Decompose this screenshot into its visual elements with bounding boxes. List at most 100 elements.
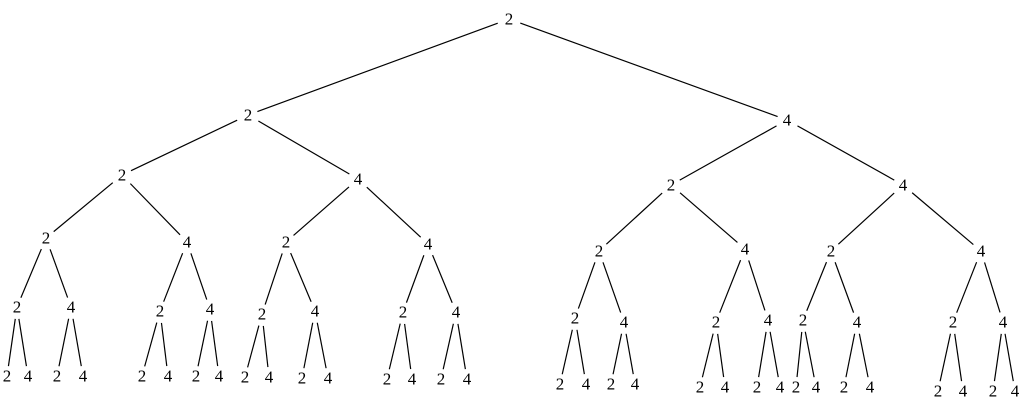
- tree-edge-1101-to-leaf-0: [845, 333, 856, 378]
- tree-edge-0101-to-leaf-1: [316, 322, 327, 369]
- tree-edge-1011-to-leaf-1: [769, 331, 779, 378]
- tree-node-d2-10: 2: [667, 176, 676, 195]
- tree-edge-111-to-1111: [983, 262, 1001, 313]
- tree-node-d2-00: 2: [118, 166, 127, 185]
- tree-edge-0001-to-leaf-1: [72, 318, 82, 367]
- tree-edge-001-to-0010: [163, 252, 184, 302]
- tree-edge-0011-to-leaf-0: [197, 320, 209, 367]
- tree-leaf-1100-1: 4: [812, 378, 821, 397]
- tree-edge-1001-to-leaf-0: [612, 333, 623, 375]
- tree-edge-1100-to-leaf-0: [796, 331, 803, 378]
- tree-edge-0-to-00: [130, 119, 238, 172]
- tree-edge-1010-to-leaf-1: [717, 333, 725, 378]
- tree-edge-101-to-1010: [719, 259, 742, 313]
- tree-leaf-0100-1: 4: [265, 368, 274, 387]
- tree-edge-0-to-01: [258, 120, 350, 175]
- tree-leaf-1000-1: 4: [582, 375, 591, 394]
- tree-edge-11-to-110: [837, 192, 895, 245]
- tree-leaf-1111-0: 2: [989, 382, 998, 401]
- tree-edge-0111-to-leaf-1: [457, 323, 466, 370]
- tree-edge-000-to-0000: [20, 248, 42, 299]
- tree-edge-0000-to-leaf-1: [18, 318, 28, 367]
- tree-edge-0100-to-leaf-0: [247, 325, 260, 368]
- tree-node-d4-1100: 2: [799, 311, 808, 330]
- tree-edge-10-to-100: [605, 192, 663, 245]
- tree-edge-0000-to-leaf-0: [7, 318, 16, 367]
- tree-edge-11-to-111: [911, 192, 974, 245]
- tree-leaf-1001-1: 4: [631, 375, 640, 394]
- tree-leaf-1101-1: 4: [866, 378, 875, 397]
- tree-edge-00-to-001: [129, 183, 181, 236]
- tree-edge-1000-to-leaf-1: [576, 329, 585, 375]
- tree-edge-1011-to-leaf-0: [758, 331, 767, 378]
- tree-edge-1-to-10: [679, 125, 777, 181]
- tree-edge-011-to-0111: [432, 254, 453, 303]
- tree-leaf-0001-1: 4: [79, 367, 88, 386]
- tree-leaf-0001-0: 2: [53, 367, 62, 386]
- tree-leaf-1101-0: 2: [840, 378, 849, 397]
- tree-node-d3-110: 2: [827, 242, 836, 261]
- tree-leaf-1010-1: 4: [721, 378, 730, 397]
- tree-node-d3-010: 2: [282, 233, 291, 252]
- tree-edge-100-to-1000: [577, 262, 596, 309]
- tree-edge-0100-to-leaf-1: [262, 325, 269, 368]
- tree-node-d4-0100: 2: [258, 305, 267, 324]
- tree-edge-01-to-011: [366, 186, 422, 238]
- tree-leaf-1110-1: 4: [959, 382, 968, 401]
- tree-leaf-0000-1: 4: [24, 367, 33, 386]
- tree-edge-1111-to-leaf-0: [993, 333, 1002, 382]
- tree-node-d2-01: 4: [354, 170, 363, 189]
- tree-edge-root-to-0: [257, 22, 498, 113]
- tree-edge-011-to-0110: [405, 255, 425, 303]
- tree-leaf-0111-1: 4: [463, 370, 472, 389]
- tree-node-d4-1111: 4: [999, 313, 1008, 332]
- tree-edge-110-to-1101: [834, 262, 855, 313]
- tree-leaf-1100-0: 2: [792, 378, 801, 397]
- tree-node-d3-111: 4: [977, 242, 986, 261]
- tree-node-d4-0000: 2: [13, 298, 22, 317]
- tree-node-d4-1000: 2: [571, 309, 580, 328]
- tree-edge-01-to-010: [293, 186, 350, 236]
- tree-edge-00-to-000: [53, 182, 114, 233]
- tree-leaf-0011-1: 4: [215, 367, 224, 386]
- tree-edge-010-to-0100: [264, 253, 283, 305]
- tree-edge-1101-to-leaf-1: [858, 333, 869, 378]
- tree-leaf-0101-0: 2: [298, 369, 307, 388]
- tree-node-d4-1101: 4: [853, 313, 862, 332]
- tree-edge-010-to-0101: [290, 252, 312, 303]
- tree-leaf-1001-0: 2: [607, 375, 616, 394]
- tree-leaf-1010-0: 2: [696, 378, 705, 397]
- tree-edge-0110-to-leaf-1: [404, 323, 412, 370]
- tree-leaf-1111-1: 4: [1011, 382, 1020, 401]
- tree-edge-000-to-0001: [49, 249, 69, 298]
- tree-node-d4-0011: 4: [206, 300, 215, 319]
- tree-node-d0-root: 2: [505, 10, 514, 29]
- tree-leaf-0010-0: 2: [138, 367, 147, 386]
- tree-edge-1010-to-leaf-0: [701, 333, 714, 378]
- tree-edge-1001-to-leaf-1: [625, 333, 634, 375]
- tree-leaf-1110-0: 2: [934, 382, 943, 401]
- tree-leaf-0110-0: 2: [383, 370, 392, 389]
- tree-edge-1110-to-leaf-0: [939, 333, 952, 382]
- tree-edge-100-to-1001: [602, 262, 622, 313]
- tree-edge-1-to-11: [797, 125, 895, 181]
- tree-edge-001-to-0011: [190, 253, 208, 300]
- tree-leaf-0000-0: 2: [3, 367, 12, 386]
- tree-edge-10-to-101: [679, 192, 738, 243]
- tree-leaf-0011-0: 2: [192, 367, 201, 386]
- tree-leaf-1000-0: 2: [556, 375, 565, 394]
- tree-node-d3-100: 2: [595, 242, 604, 261]
- tree-edge-1110-to-leaf-1: [954, 333, 963, 382]
- tree-edge-1111-to-leaf-1: [1004, 333, 1014, 382]
- tree-leaf-1011-1: 4: [776, 378, 785, 397]
- tree-edge-1000-to-leaf-0: [561, 329, 573, 375]
- tree-node-d2-11: 4: [899, 176, 908, 195]
- tree-edge-0111-to-leaf-0: [442, 323, 454, 370]
- tree-edge-0110-to-leaf-0: [388, 323, 401, 370]
- tree-edge-1100-to-leaf-1: [804, 331, 815, 378]
- tree-edge-root-to-1: [520, 22, 778, 118]
- tree-edges: [7, 22, 1014, 382]
- tree-leaf-1011-0: 2: [753, 378, 762, 397]
